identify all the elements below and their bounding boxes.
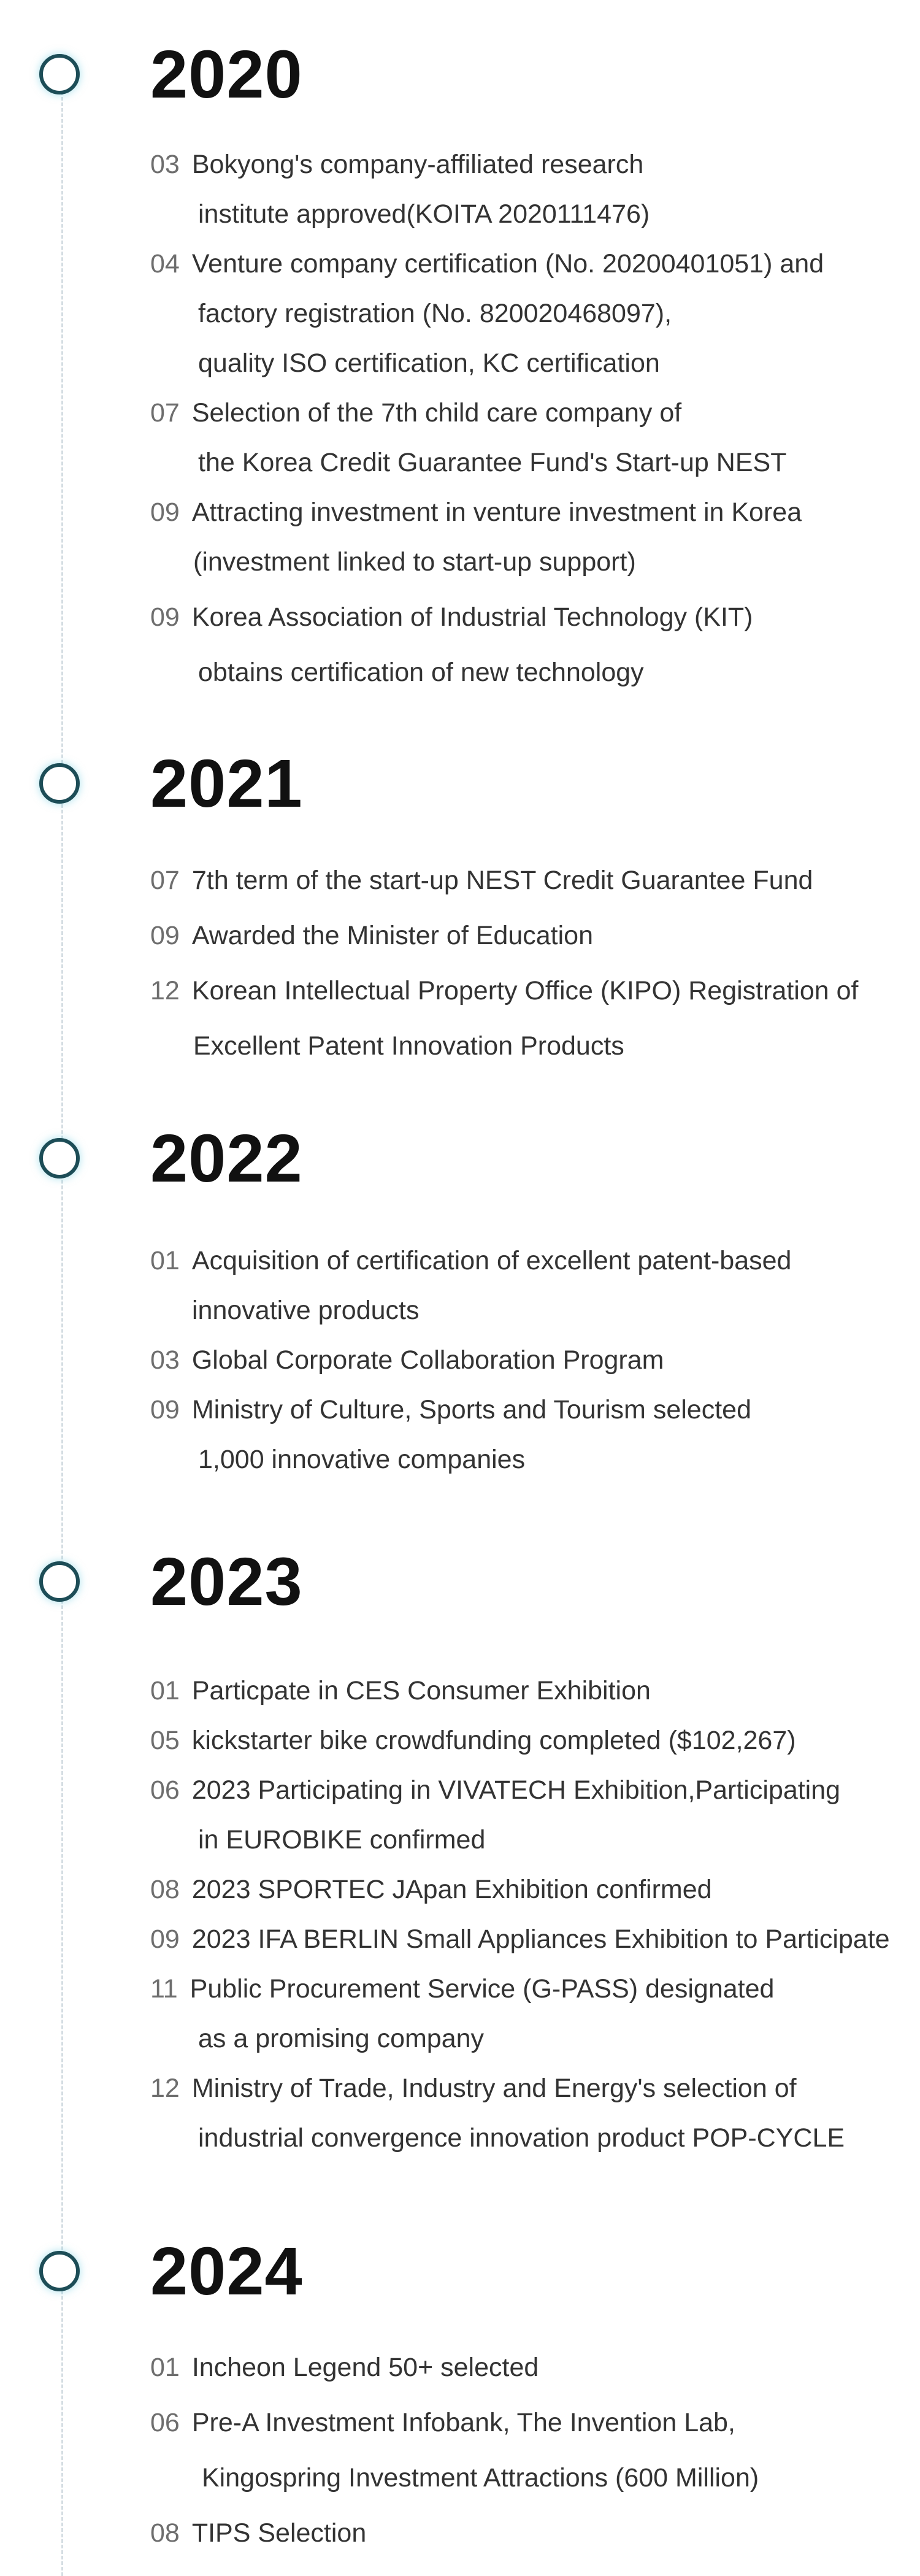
entry-month: 01 bbox=[150, 1246, 180, 1275]
entry-month: 01 bbox=[150, 1676, 180, 1705]
entry-text: 2023 IFA BERLIN Small Appliances Exhibit… bbox=[191, 1924, 890, 1954]
entry-month: 07 bbox=[150, 398, 180, 428]
entry-month: 03 bbox=[150, 1345, 180, 1375]
entry-text: Public Procurement Service (G-PASS) desi… bbox=[190, 1974, 775, 2004]
entry-text: Acquisition of certification of excellen… bbox=[191, 1246, 792, 1275]
timeline-circle-icon bbox=[39, 763, 80, 804]
entry-month: 08 bbox=[150, 2518, 180, 2548]
entry-text: industrial convergence innovation produc… bbox=[198, 2123, 845, 2153]
year-heading: 2022 bbox=[150, 1121, 303, 1196]
entry-text: Particpate in CES Consumer Exhibition bbox=[191, 1676, 651, 1705]
entry-text: as a promising company bbox=[198, 2024, 485, 2053]
entry-text: institute approved(KOITA 2020111476) bbox=[198, 199, 650, 229]
entry-month: 09 bbox=[150, 602, 180, 632]
entry-text: Ministry of Culture, Sports and Tourism … bbox=[191, 1395, 751, 1424]
entry-text: TIPS Selection bbox=[191, 2518, 367, 2548]
entry-text: Korea Association of Industrial Technolo… bbox=[191, 602, 753, 632]
year-heading: 2021 bbox=[150, 746, 303, 821]
year-heading: 2024 bbox=[150, 2234, 303, 2309]
timeline-circle-icon bbox=[39, 2251, 80, 2291]
year-heading: 2020 bbox=[150, 37, 303, 112]
timeline-dashed-line bbox=[61, 86, 63, 2576]
entry-month: 12 bbox=[150, 2074, 180, 2103]
entry-month: 09 bbox=[150, 1924, 180, 1954]
entry-text: Ministry of Trade, Industry and Energy's… bbox=[191, 2074, 797, 2103]
entry-text: 7th term of the start-up NEST Credit Gua… bbox=[191, 866, 813, 895]
entry-month: 07 bbox=[150, 866, 180, 895]
entry-month: 06 bbox=[150, 2408, 180, 2437]
entry-month: 05 bbox=[150, 1726, 180, 1755]
timeline-circle-icon bbox=[39, 54, 80, 94]
entry-text: Selection of the 7th child care company … bbox=[191, 398, 682, 428]
entry-text: obtains certification of new technology bbox=[198, 658, 644, 687]
entry-text: Attracting investment in venture investm… bbox=[191, 498, 802, 527]
entry-month: 03 bbox=[150, 150, 180, 179]
entry-text: 1,000 innovative companies bbox=[198, 1445, 526, 1474]
entry-text: Venture company certification (No. 20200… bbox=[191, 249, 824, 279]
entry-text: kickstarter bike crowdfunding completed … bbox=[191, 1726, 796, 1755]
entry-month: 08 bbox=[150, 1875, 180, 1904]
entry-month: 04 bbox=[150, 249, 180, 279]
entry-text: Excellent Patent Innovation Products bbox=[193, 1031, 624, 1061]
entry-text: 2023 Participating in VIVATECH Exhibitio… bbox=[191, 1775, 841, 1805]
entry-text: (investment linked to start-up support) bbox=[193, 547, 636, 577]
entry-month: 06 bbox=[150, 1775, 180, 1805]
entry-month: 09 bbox=[150, 498, 180, 527]
entry-text: quality ISO certification, KC certificat… bbox=[198, 348, 660, 378]
entry-text: in EUROBIKE confirmed bbox=[198, 1825, 486, 1855]
entry-text: the Korea Credit Guarantee Fund's Start-… bbox=[198, 448, 787, 477]
entry-text: Global Corporate Collaboration Program bbox=[191, 1345, 664, 1375]
entry-month: 12 bbox=[150, 976, 180, 1005]
entry-text: Korean Intellectual Property Office (KIP… bbox=[191, 976, 859, 1005]
entry-month: 09 bbox=[150, 1395, 180, 1424]
entry-text: Bokyong's company-affiliated research bbox=[191, 150, 644, 179]
entry-text: Awarded the Minister of Education bbox=[191, 921, 593, 950]
entry-text: Incheon Legend 50+ selected bbox=[191, 2353, 539, 2382]
entry-text: innovative products bbox=[192, 1296, 420, 1325]
entry-month: 11 bbox=[150, 1974, 178, 2004]
entry-month: 01 bbox=[150, 2353, 180, 2382]
entry-text: Pre-A Investment Infobank, The Invention… bbox=[191, 2408, 735, 2437]
year-heading: 2023 bbox=[150, 1544, 303, 1620]
entry-text: factory registration (No. 820020468097), bbox=[198, 299, 672, 328]
timeline-circle-icon bbox=[39, 1138, 80, 1178]
entry-text: 2023 SPORTEC JApan Exhibition confirmed bbox=[191, 1875, 712, 1904]
entry-month: 09 bbox=[150, 921, 180, 950]
entry-text: Kingospring Investment Attractions (600 … bbox=[202, 2463, 759, 2493]
timeline-circle-icon bbox=[39, 1561, 80, 1602]
